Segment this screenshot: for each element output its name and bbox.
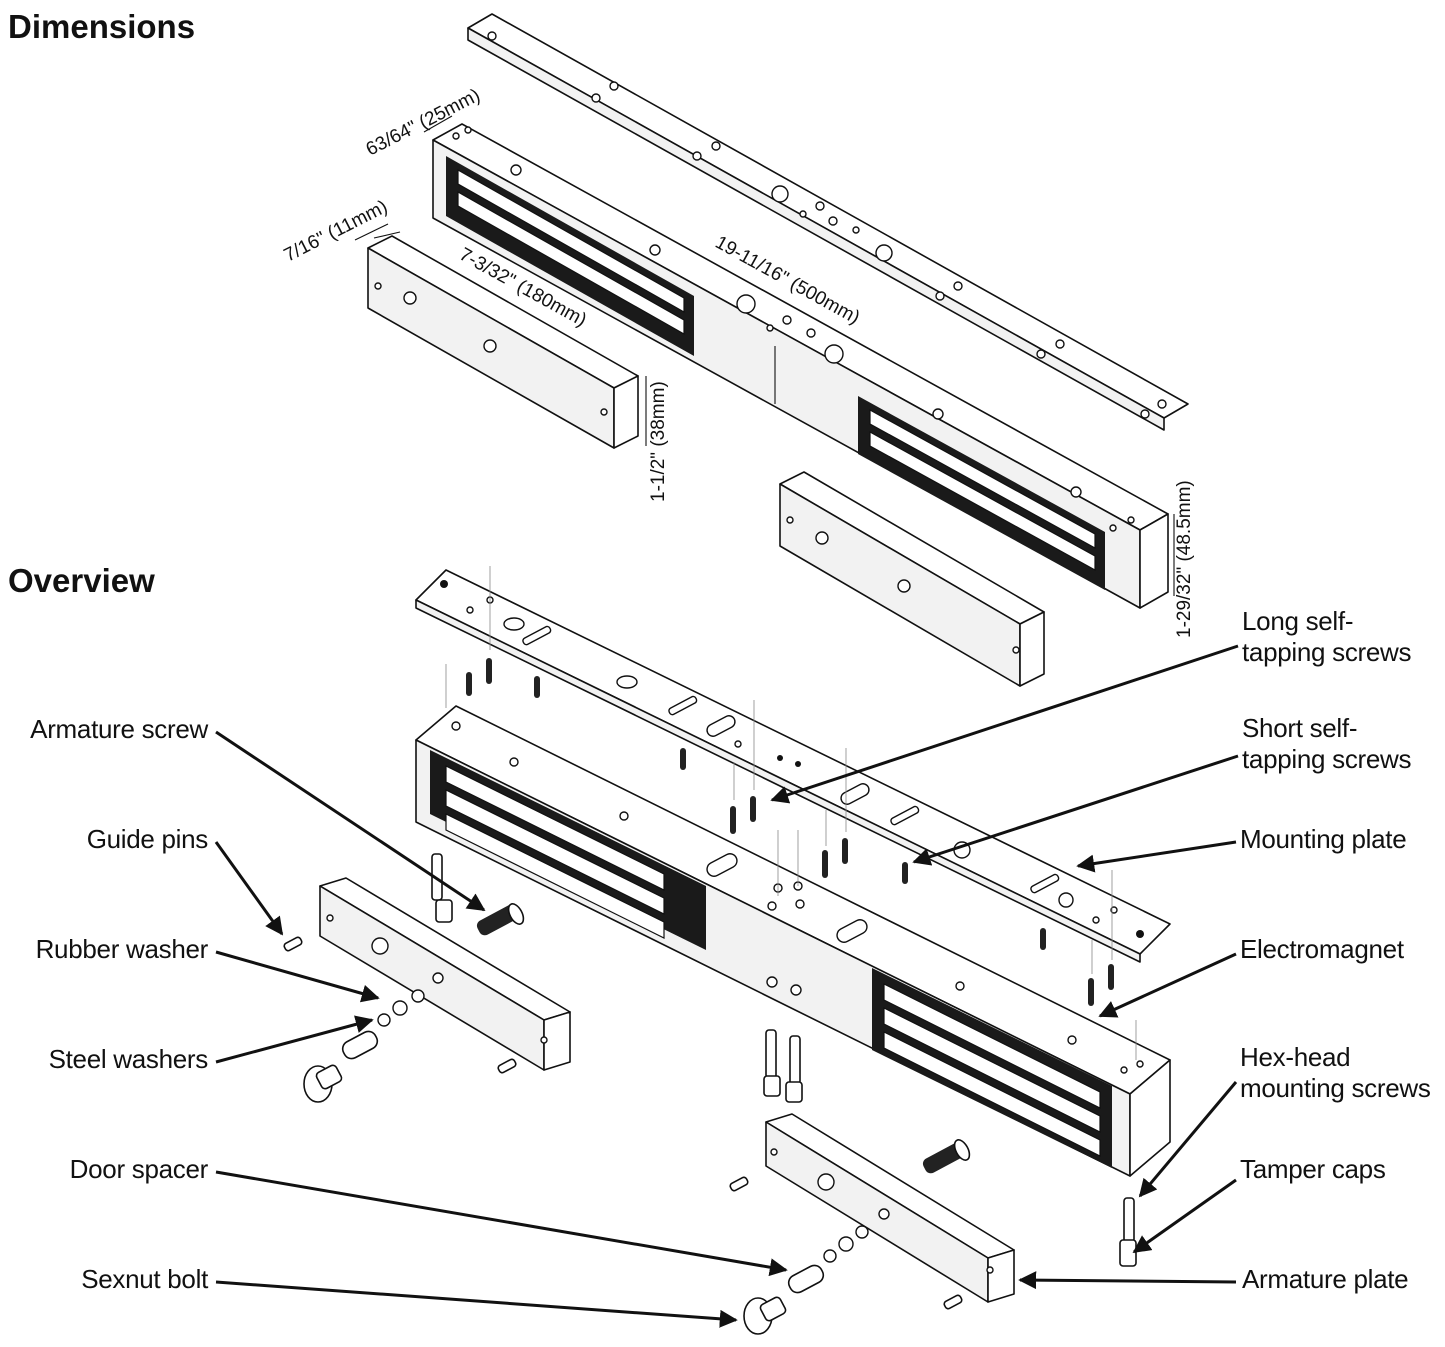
- dimensions-drawing: 63/64" (25mm) 7/16" (11mm) 7-3/32" (180m…: [281, 13, 1195, 687]
- ovw-armature-left: [319, 877, 571, 1071]
- self-tapping-screws: [445, 566, 1114, 1006]
- label-steel-washers: Steel washers: [48, 1044, 209, 1074]
- label-hex-head-mounting-screws: Hex-head mounting screws: [1240, 1042, 1431, 1104]
- label-electromagnet: Electromagnet: [1240, 934, 1404, 964]
- label-long-self-tapping-screws: Long self- tapping screws: [1242, 606, 1412, 668]
- dim-armature-right: [779, 471, 1045, 687]
- overview-heading: Overview: [8, 562, 155, 599]
- label-sexnut-bolt: Sexnut bolt: [81, 1264, 208, 1294]
- dim-magnet-height: 1-29/32" (48.5mm): [1174, 480, 1195, 638]
- small-parts: [283, 853, 1137, 1335]
- dim-electromagnet: [432, 123, 1169, 609]
- label-door-spacer: Door spacer: [69, 1154, 209, 1184]
- dimension-lines: [354, 115, 1175, 596]
- dim-armature-left: [367, 235, 639, 449]
- label-rubber-washer: Rubber washer: [35, 934, 209, 964]
- label-armature-screw: Armature screw: [30, 714, 208, 744]
- overview-drawing: [214, 566, 1239, 1335]
- ovw-electromagnet: [415, 705, 1171, 1177]
- label-armature-plate: Armature plate: [1242, 1264, 1409, 1294]
- label-tamper-caps: Tamper caps: [1240, 1154, 1386, 1184]
- dim-armature-height: 1-1/2" (38mm): [648, 381, 669, 502]
- ovw-armature-right: [765, 1113, 1015, 1303]
- dim-mounting-plate: [467, 13, 1189, 431]
- ovw-mounting-plate: [415, 569, 1171, 963]
- leader-arrows: [214, 644, 1239, 1328]
- label-short-self-tapping-screws: Short self- tapping screws: [1242, 713, 1412, 775]
- label-guide-pins: Guide pins: [86, 824, 209, 854]
- label-mounting-plate: Mounting plate: [1240, 824, 1407, 854]
- dimensions-heading: Dimensions: [8, 8, 196, 45]
